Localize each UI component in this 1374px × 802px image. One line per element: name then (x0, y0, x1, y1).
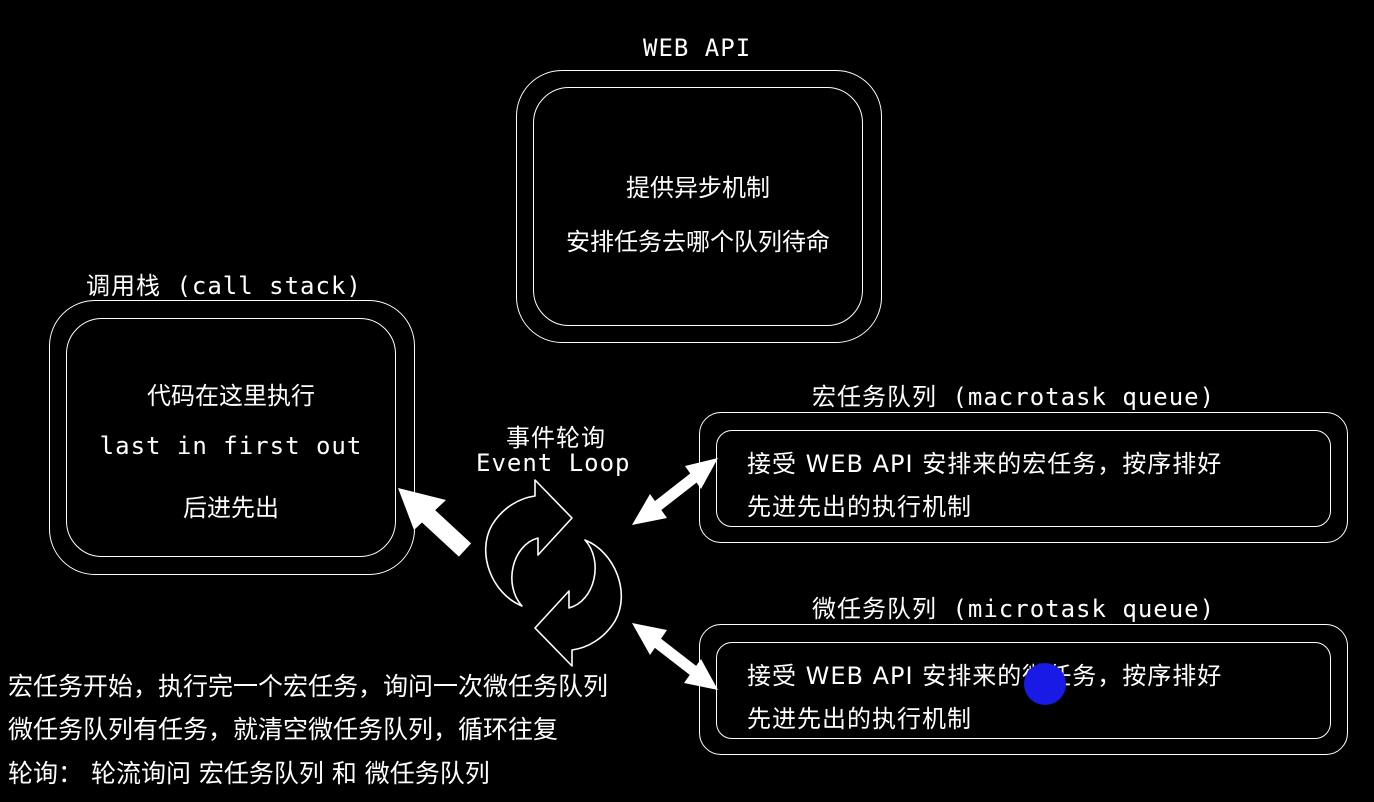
note-line-3: 轮询： 轮流询问 宏任务队列 和 微任务队列 (8, 759, 490, 788)
web-api-box: 提供异步机制 安排任务去哪个队列待命 (516, 70, 882, 343)
event-loop-title-en: Event Loop (476, 449, 631, 477)
microtask-title: 微任务队列 (microtask queue) (812, 595, 1216, 623)
web-api-line-1: 提供异步机制 (626, 174, 770, 202)
event-loop-title-cn: 事件轮询 (506, 424, 606, 452)
call-stack-line-3: 后进先出 (183, 494, 279, 522)
call-stack-line-2: last in first out (99, 432, 363, 460)
macrotask-title: 宏任务队列 (macrotask queue) (812, 383, 1216, 411)
call-stack-box: 代码在这里执行 last in first out 后进先出 (49, 300, 415, 575)
macrotask-box: 接受 WEB API 安排来的宏任务，按序排好 先进先出的执行机制 (699, 412, 1348, 543)
web-api-title: WEB API (643, 34, 752, 62)
microtask-line-1: 接受 WEB API 安排来的微任务，按序排好 (747, 662, 1223, 690)
microtask-line-2: 先进先出的执行机制 (747, 705, 972, 733)
note-line-1: 宏任务开始，执行完一个宏任务，询问一次微任务队列 (8, 672, 609, 701)
web-api-inner-box: 提供异步机制 安排任务去哪个队列待命 (533, 87, 863, 326)
macrotask-inner-box: 接受 WEB API 安排来的宏任务，按序排好 先进先出的执行机制 (716, 430, 1331, 527)
microtask-box: 接受 WEB API 安排来的微任务，按序排好 先进先出的执行机制 (699, 624, 1348, 755)
refresh-cycle-icon (484, 479, 623, 667)
macrotask-line-1: 接受 WEB API 安排来的宏任务，按序排好 (747, 450, 1223, 478)
cursor-indicator (1024, 663, 1066, 705)
call-stack-inner-box: 代码在这里执行 last in first out 后进先出 (66, 318, 396, 557)
call-stack-title: 调用栈 (call stack) (86, 272, 362, 300)
microtask-inner-box: 接受 WEB API 安排来的微任务，按序排好 先进先出的执行机制 (716, 642, 1331, 739)
arrow-microtask-double (632, 623, 718, 690)
note-line-2: 微任务队列有任务，就清空微任务队列，循环往复 (8, 715, 559, 744)
call-stack-line-1: 代码在这里执行 (147, 382, 315, 410)
macrotask-line-2: 先进先出的执行机制 (747, 493, 972, 521)
arrow-macrotask-double (632, 458, 718, 525)
arrow-to-call-stack (398, 488, 472, 557)
web-api-line-2: 安排任务去哪个队列待命 (566, 228, 830, 256)
